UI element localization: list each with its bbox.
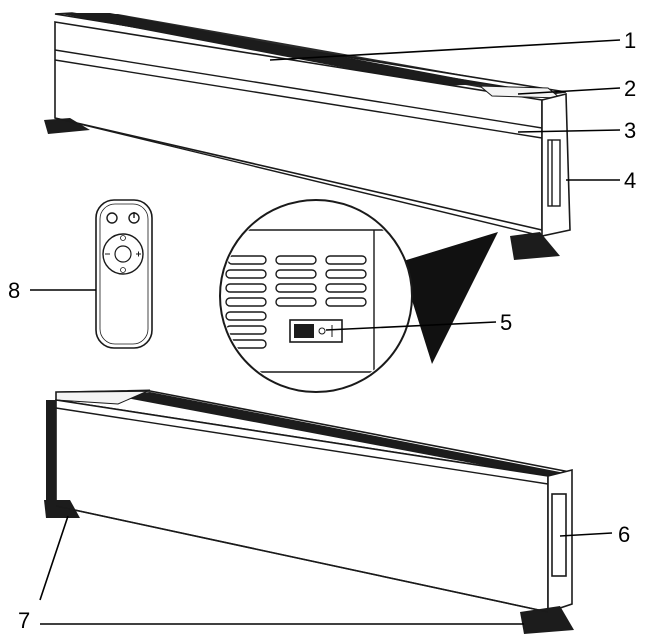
heater-bottom-view xyxy=(44,389,574,634)
heater-top-view xyxy=(44,12,571,260)
remote-control xyxy=(95,199,153,349)
power-switch-detail xyxy=(219,199,498,393)
callout-4: 4 xyxy=(624,168,636,193)
callout-3: 3 xyxy=(624,118,636,143)
callout-8: 8 xyxy=(8,278,20,303)
callout-2: 2 xyxy=(624,76,636,101)
leader-lines xyxy=(30,39,621,625)
callout-6: 6 xyxy=(618,522,630,547)
callout-5: 5 xyxy=(500,310,512,335)
callout-1: 1 xyxy=(624,28,636,53)
callout-7: 7 xyxy=(18,608,30,633)
